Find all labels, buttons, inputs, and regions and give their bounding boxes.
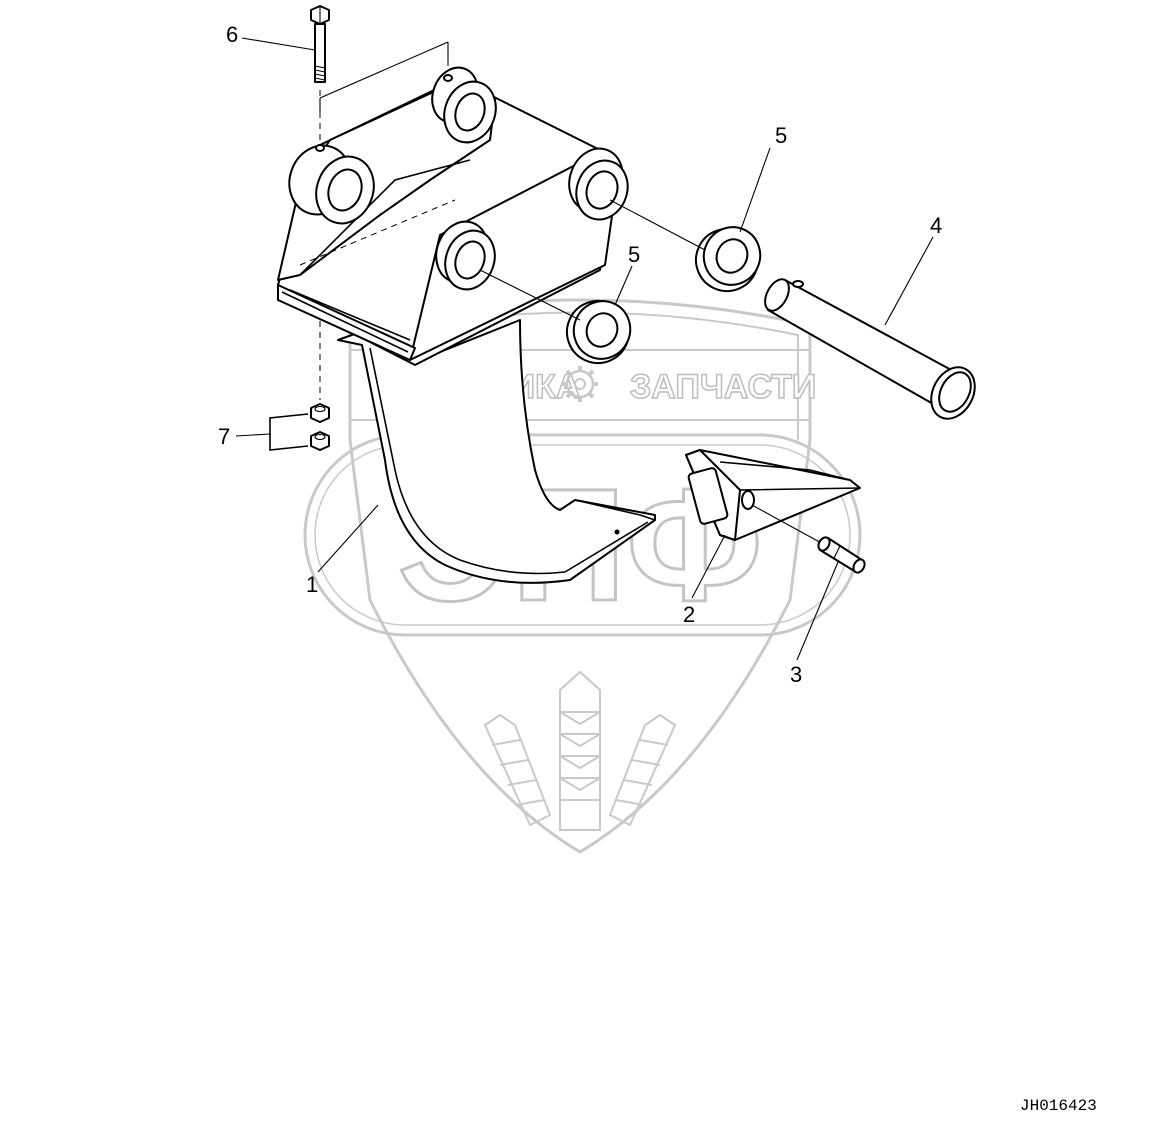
bolt-part-6 [310, 5, 330, 83]
spacer-part-5-upper [695, 226, 762, 292]
callout-4: 4 [930, 213, 942, 238]
figure-code: JH016423 [1020, 1097, 1097, 1115]
wheat-emblem [483, 670, 677, 831]
nut-part-7-lower [310, 431, 330, 451]
callout-5-upper: 5 [775, 123, 787, 148]
leader-4 [884, 236, 934, 326]
callout-5-lower: 5 [628, 242, 640, 267]
tooth-part-2 [685, 449, 861, 541]
tooth-pin-part-3 [817, 536, 866, 574]
callout-3: 3 [790, 662, 802, 687]
callout-2: 2 [683, 602, 695, 627]
callout-6: 6 [226, 22, 238, 47]
callout-7: 7 [218, 424, 230, 449]
ripper-shank-part-1 [277, 66, 656, 584]
leader-5b [614, 265, 633, 306]
leader-7 [235, 433, 271, 437]
leader-6 [241, 37, 316, 51]
watermark-shield [348, 298, 812, 854]
watermark-right-text: ЗАПЧАСТИ [630, 368, 816, 406]
leader-5a [739, 147, 771, 233]
nut-part-7-upper [310, 403, 330, 423]
leader-2 [691, 534, 726, 599]
spacer-part-5-lower [566, 300, 632, 364]
callout-1: 1 [306, 572, 318, 597]
gear-icon [562, 366, 598, 402]
leader-3 [796, 561, 839, 661]
pin-part-4 [764, 278, 976, 420]
leader-1 [317, 504, 379, 573]
